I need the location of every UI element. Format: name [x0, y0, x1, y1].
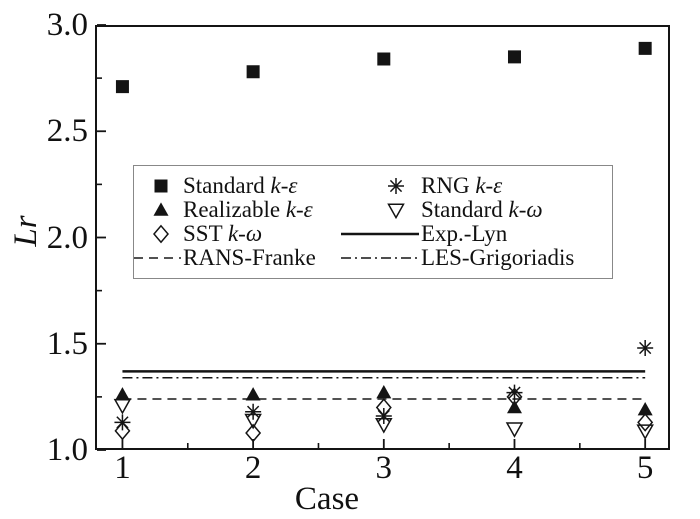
- y-tick-label: 2.0: [46, 219, 88, 256]
- data-point-marker: [637, 402, 653, 416]
- legend-marker-icon: [153, 224, 169, 244]
- data-point-marker: [636, 424, 654, 441]
- data-point-marker: [376, 385, 392, 399]
- data-point-marker: [246, 405, 260, 418]
- data-point-marker: [115, 80, 129, 94]
- legend-item-label: LES-Grigoriadis: [421, 245, 575, 270]
- legend-marker-icon: [341, 232, 419, 236]
- data-point-marker: [245, 423, 262, 443]
- data-point-marker: [637, 413, 654, 432]
- data-point-marker: [377, 52, 391, 66]
- legend-marker-icon: [388, 178, 404, 194]
- plot-area: [95, 24, 670, 451]
- legend-marker-icon: [387, 203, 405, 220]
- y-tick-label: 2.5: [46, 113, 88, 150]
- legend-item-label: Exp.-Lyn: [421, 221, 508, 246]
- y-tick-label: 1.5: [46, 325, 88, 362]
- data-point-marker: [246, 65, 260, 79]
- x-tick-label: 1: [114, 450, 131, 486]
- legend-item-label: RANS-Franke: [183, 245, 316, 270]
- y-tick-label: 3.0: [46, 7, 88, 43]
- data-point-marker: [114, 387, 130, 401]
- legend-marker-glyph: [389, 179, 403, 193]
- data-point-marker: [639, 341, 652, 355]
- x-tick-label: 4: [506, 450, 523, 486]
- legend-item-label: SST k-ω: [183, 221, 263, 246]
- plot-canvas: [95, 24, 670, 451]
- x-tick-label: 5: [636, 450, 654, 486]
- data-point-marker: [375, 417, 393, 434]
- legend-marker-glyph: [154, 179, 168, 193]
- legend-marker-icon: [341, 257, 419, 259]
- data-point-marker: [506, 399, 522, 414]
- legend-marker-icon: [153, 202, 169, 216]
- data-point-marker: [114, 421, 131, 441]
- plot-frame: [95, 25, 670, 450]
- x-tick-label: 3: [375, 450, 393, 486]
- y-tick-label: 1.0: [46, 432, 88, 468]
- legend-marker-icon: [154, 179, 168, 193]
- legend-marker-glyph: [387, 203, 405, 220]
- legend-item-label: Standard k-ω: [421, 197, 543, 222]
- legend-marker-glyph: [153, 224, 169, 244]
- data-point-marker: [245, 387, 261, 401]
- data-point-marker: [638, 41, 652, 55]
- data-point-marker: [244, 413, 262, 430]
- x-axis-title: Case: [294, 481, 360, 517]
- x-tick-label: 2: [244, 450, 262, 486]
- data-point-marker: [113, 398, 132, 415]
- data-point-marker: [505, 422, 524, 438]
- legend-item-label: Standard k-ε: [183, 173, 298, 198]
- legend-marker-icon: [134, 257, 181, 259]
- data-point-marker: [506, 387, 523, 407]
- legend-marker-glyph: [153, 202, 169, 216]
- data-point-marker: [508, 386, 521, 399]
- data-point-marker: [507, 50, 521, 64]
- legend-item-label: Realizable k-ε: [183, 197, 313, 222]
- legend-item-label: RNG k-ε: [421, 173, 503, 198]
- data-point-marker: [375, 398, 392, 417]
